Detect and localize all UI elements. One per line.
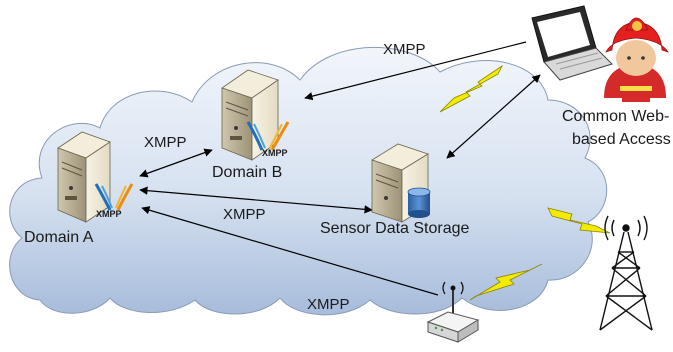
domain-b-label: Domain B — [212, 164, 283, 181]
server-icon-domain-a — [57, 131, 111, 223]
storage-label: Sensor Data Storage — [320, 220, 470, 237]
edge-domain-a-sensor — [141, 206, 439, 296]
sensor-router-icon — [426, 281, 480, 343]
edge-laptop-domain-b — [304, 41, 527, 101]
xmpp-logo-icon-domain-a — [94, 183, 134, 211]
radio-tower-icon — [599, 215, 653, 331]
server-icon-domain-b — [221, 69, 279, 161]
edge-label-laptop-domain-b: XMPP — [383, 41, 426, 58]
web-access-label-line1: Common Web- — [562, 108, 670, 125]
edge-label-domain-a-sensor: XMPP — [307, 296, 350, 313]
firefighter-icon — [604, 17, 669, 102]
edge-label-domain-a-storage: XMPP — [223, 206, 266, 223]
domain-a-label: Domain A — [24, 229, 94, 246]
laptop-icon — [531, 5, 613, 81]
domain-b-xmpp-logo-text: XMPP — [262, 148, 288, 158]
edge-domain-a-storage — [139, 186, 373, 214]
xmpp-logo-icon-domain-b — [246, 121, 290, 151]
domain-a-xmpp-logo-text: XMPP — [96, 209, 122, 219]
connections — [139, 41, 541, 296]
lightning-icon — [439, 64, 611, 301]
database-icon — [407, 187, 431, 218]
edge-laptop-storage — [446, 74, 541, 159]
edge-label-domain-a-domain-b: XMPP — [144, 134, 187, 151]
edge-domain-a-domain-b — [139, 148, 213, 178]
web-access-label-line2: based Access — [572, 131, 671, 148]
